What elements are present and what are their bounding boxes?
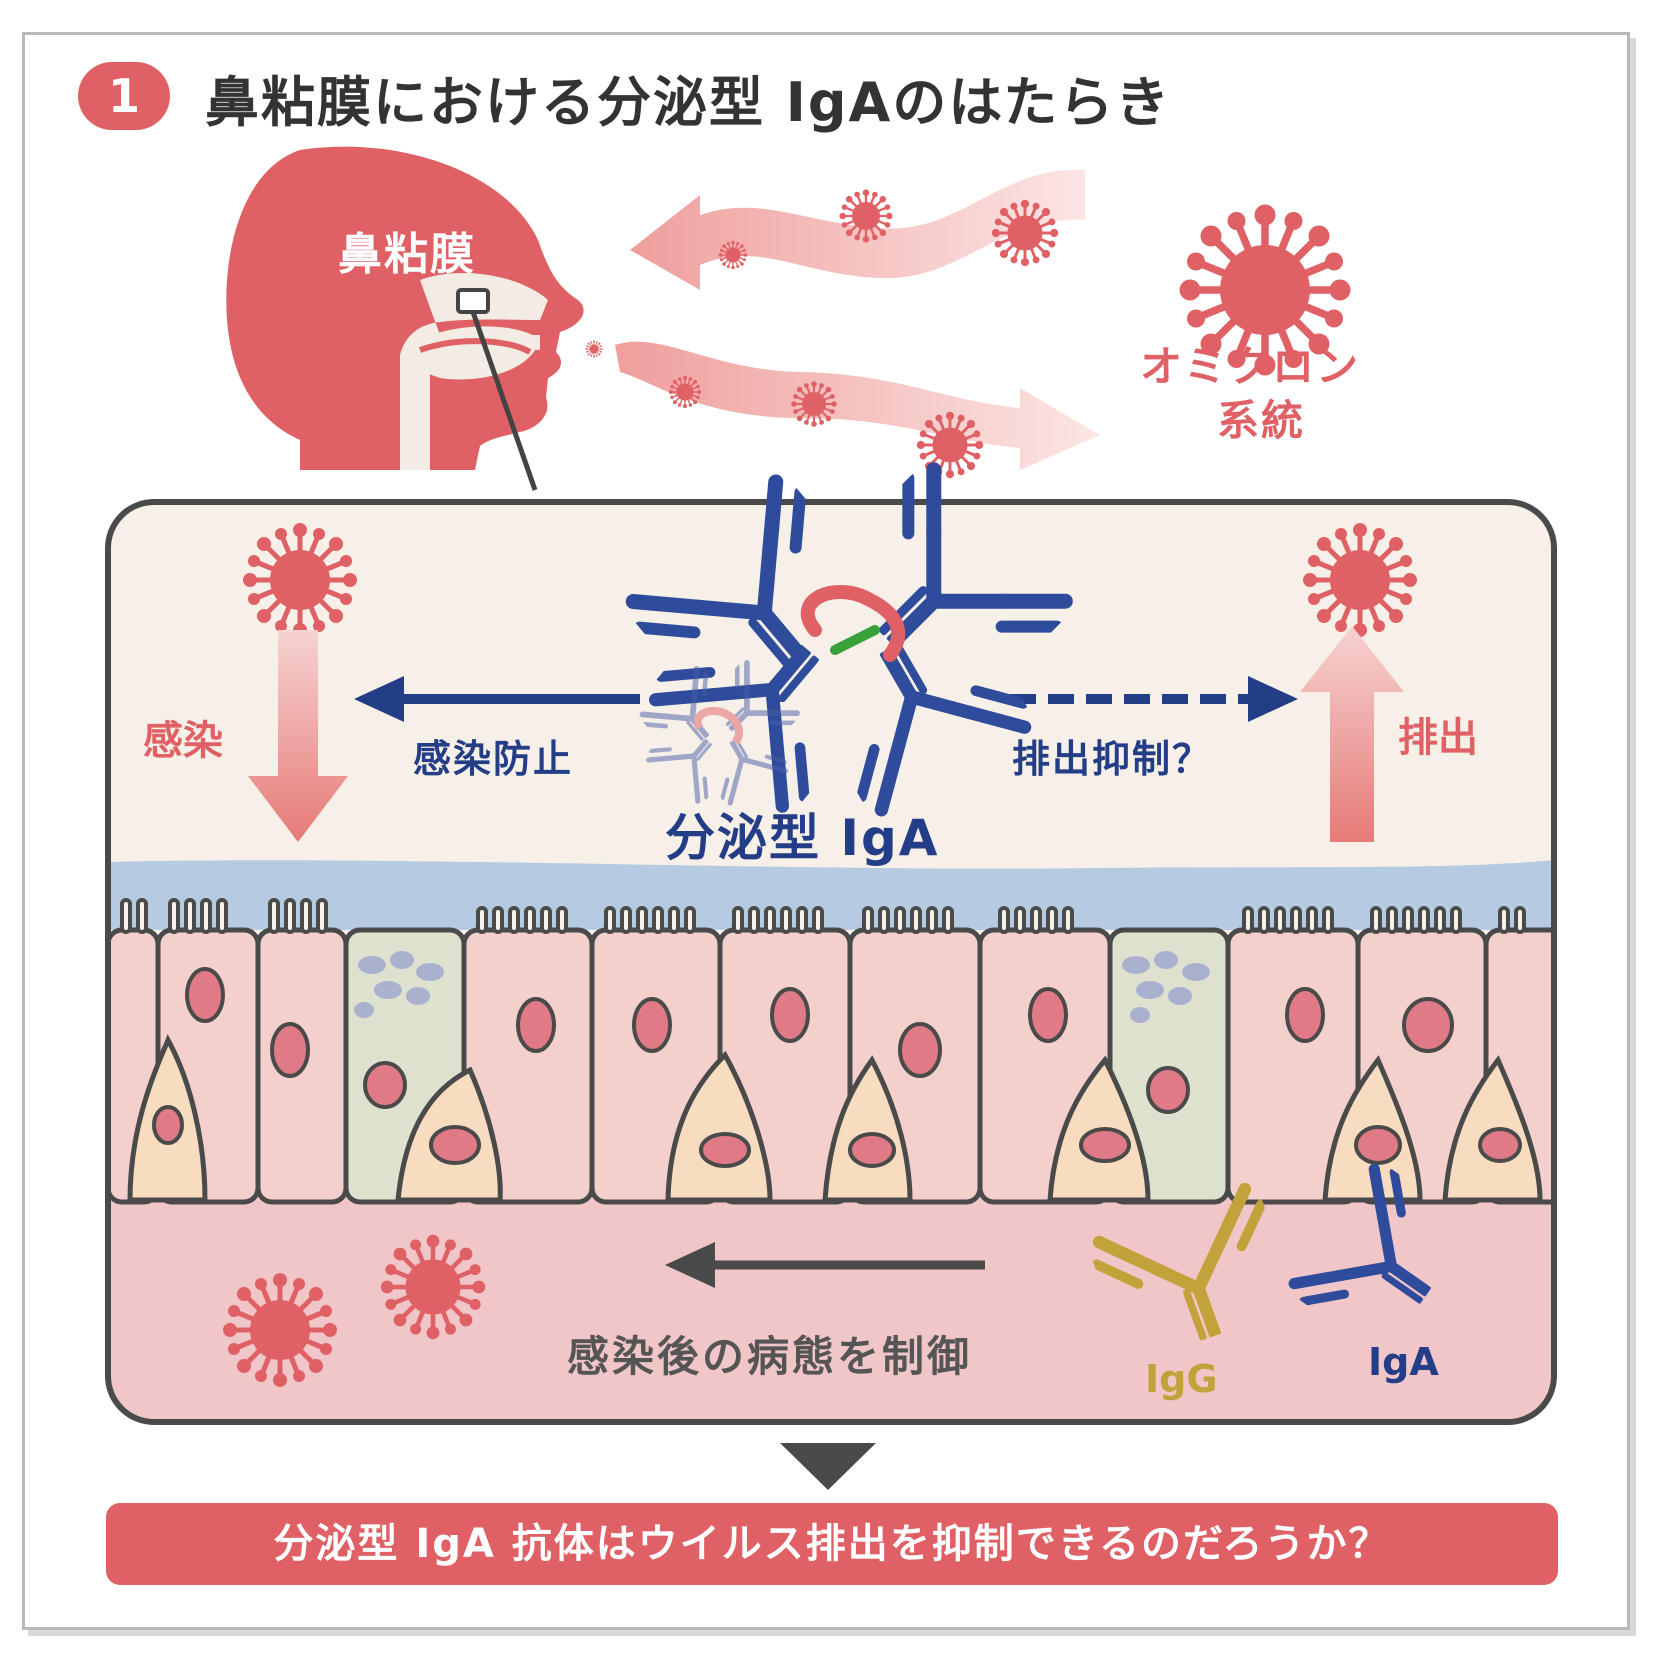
excretion-label: 排出: [1398, 715, 1478, 761]
infection-arrow: [248, 630, 348, 842]
secretory-iga-label: 分泌型 IgA: [665, 809, 940, 867]
virus-icon: [1303, 523, 1417, 637]
question-banner: 分泌型 IgA 抗体はウイルス排出を抑制できるのだろうか？: [106, 1503, 1558, 1585]
post-infection-control-label: 感染後の病態を制御: [567, 1332, 973, 1381]
virus-icon: [668, 375, 702, 409]
prevention-label: 感染防止: [413, 737, 574, 781]
cell-nuclei: [152, 967, 1522, 1168]
nasal-mucosa-label: 鼻粘膜: [338, 229, 476, 280]
secretory-iga-icon: [624, 461, 1074, 815]
virus-icon: [718, 240, 748, 270]
omicron-label-line2: 系統: [1217, 396, 1306, 445]
suppression-arrow: [1010, 676, 1298, 722]
igg-label: IgG: [1145, 1357, 1218, 1401]
infection-label: 感染: [143, 718, 223, 764]
prevention-arrow: [354, 676, 640, 722]
exhaled-stream: [615, 341, 1100, 470]
page-title: 鼻粘膜における分泌型 IgAのはたらき: [205, 71, 1172, 134]
mucosa-detail-panel: [105, 461, 1557, 1425]
suppression-label: 排出抑制？: [1012, 737, 1213, 781]
inhaled-stream: [630, 169, 1085, 290]
section-number-badge: 1: [78, 62, 170, 130]
virus-icon: [790, 380, 838, 428]
omicron-label: オミクロン 系統: [1140, 340, 1360, 448]
excretion-arrow: [1300, 626, 1404, 842]
down-triangle-icon: [780, 1443, 876, 1490]
virus-icon: [381, 1235, 486, 1340]
small-iga-icon: [639, 660, 800, 805]
virus-icon: [838, 188, 894, 244]
head-silhouette: [226, 146, 584, 491]
virus-icon: [243, 523, 357, 637]
virus-icon: [223, 1273, 337, 1387]
control-arrow: [665, 1242, 985, 1288]
goblet-granules: [354, 951, 1210, 1023]
omicron-label-line1: オミクロン: [1140, 342, 1361, 391]
cilia: [120, 898, 1526, 934]
iga-label: IgA: [1368, 1340, 1439, 1384]
virus-icon: [585, 340, 603, 358]
virus-icon: [990, 198, 1060, 268]
epithelial-cells: [108, 927, 1554, 1205]
